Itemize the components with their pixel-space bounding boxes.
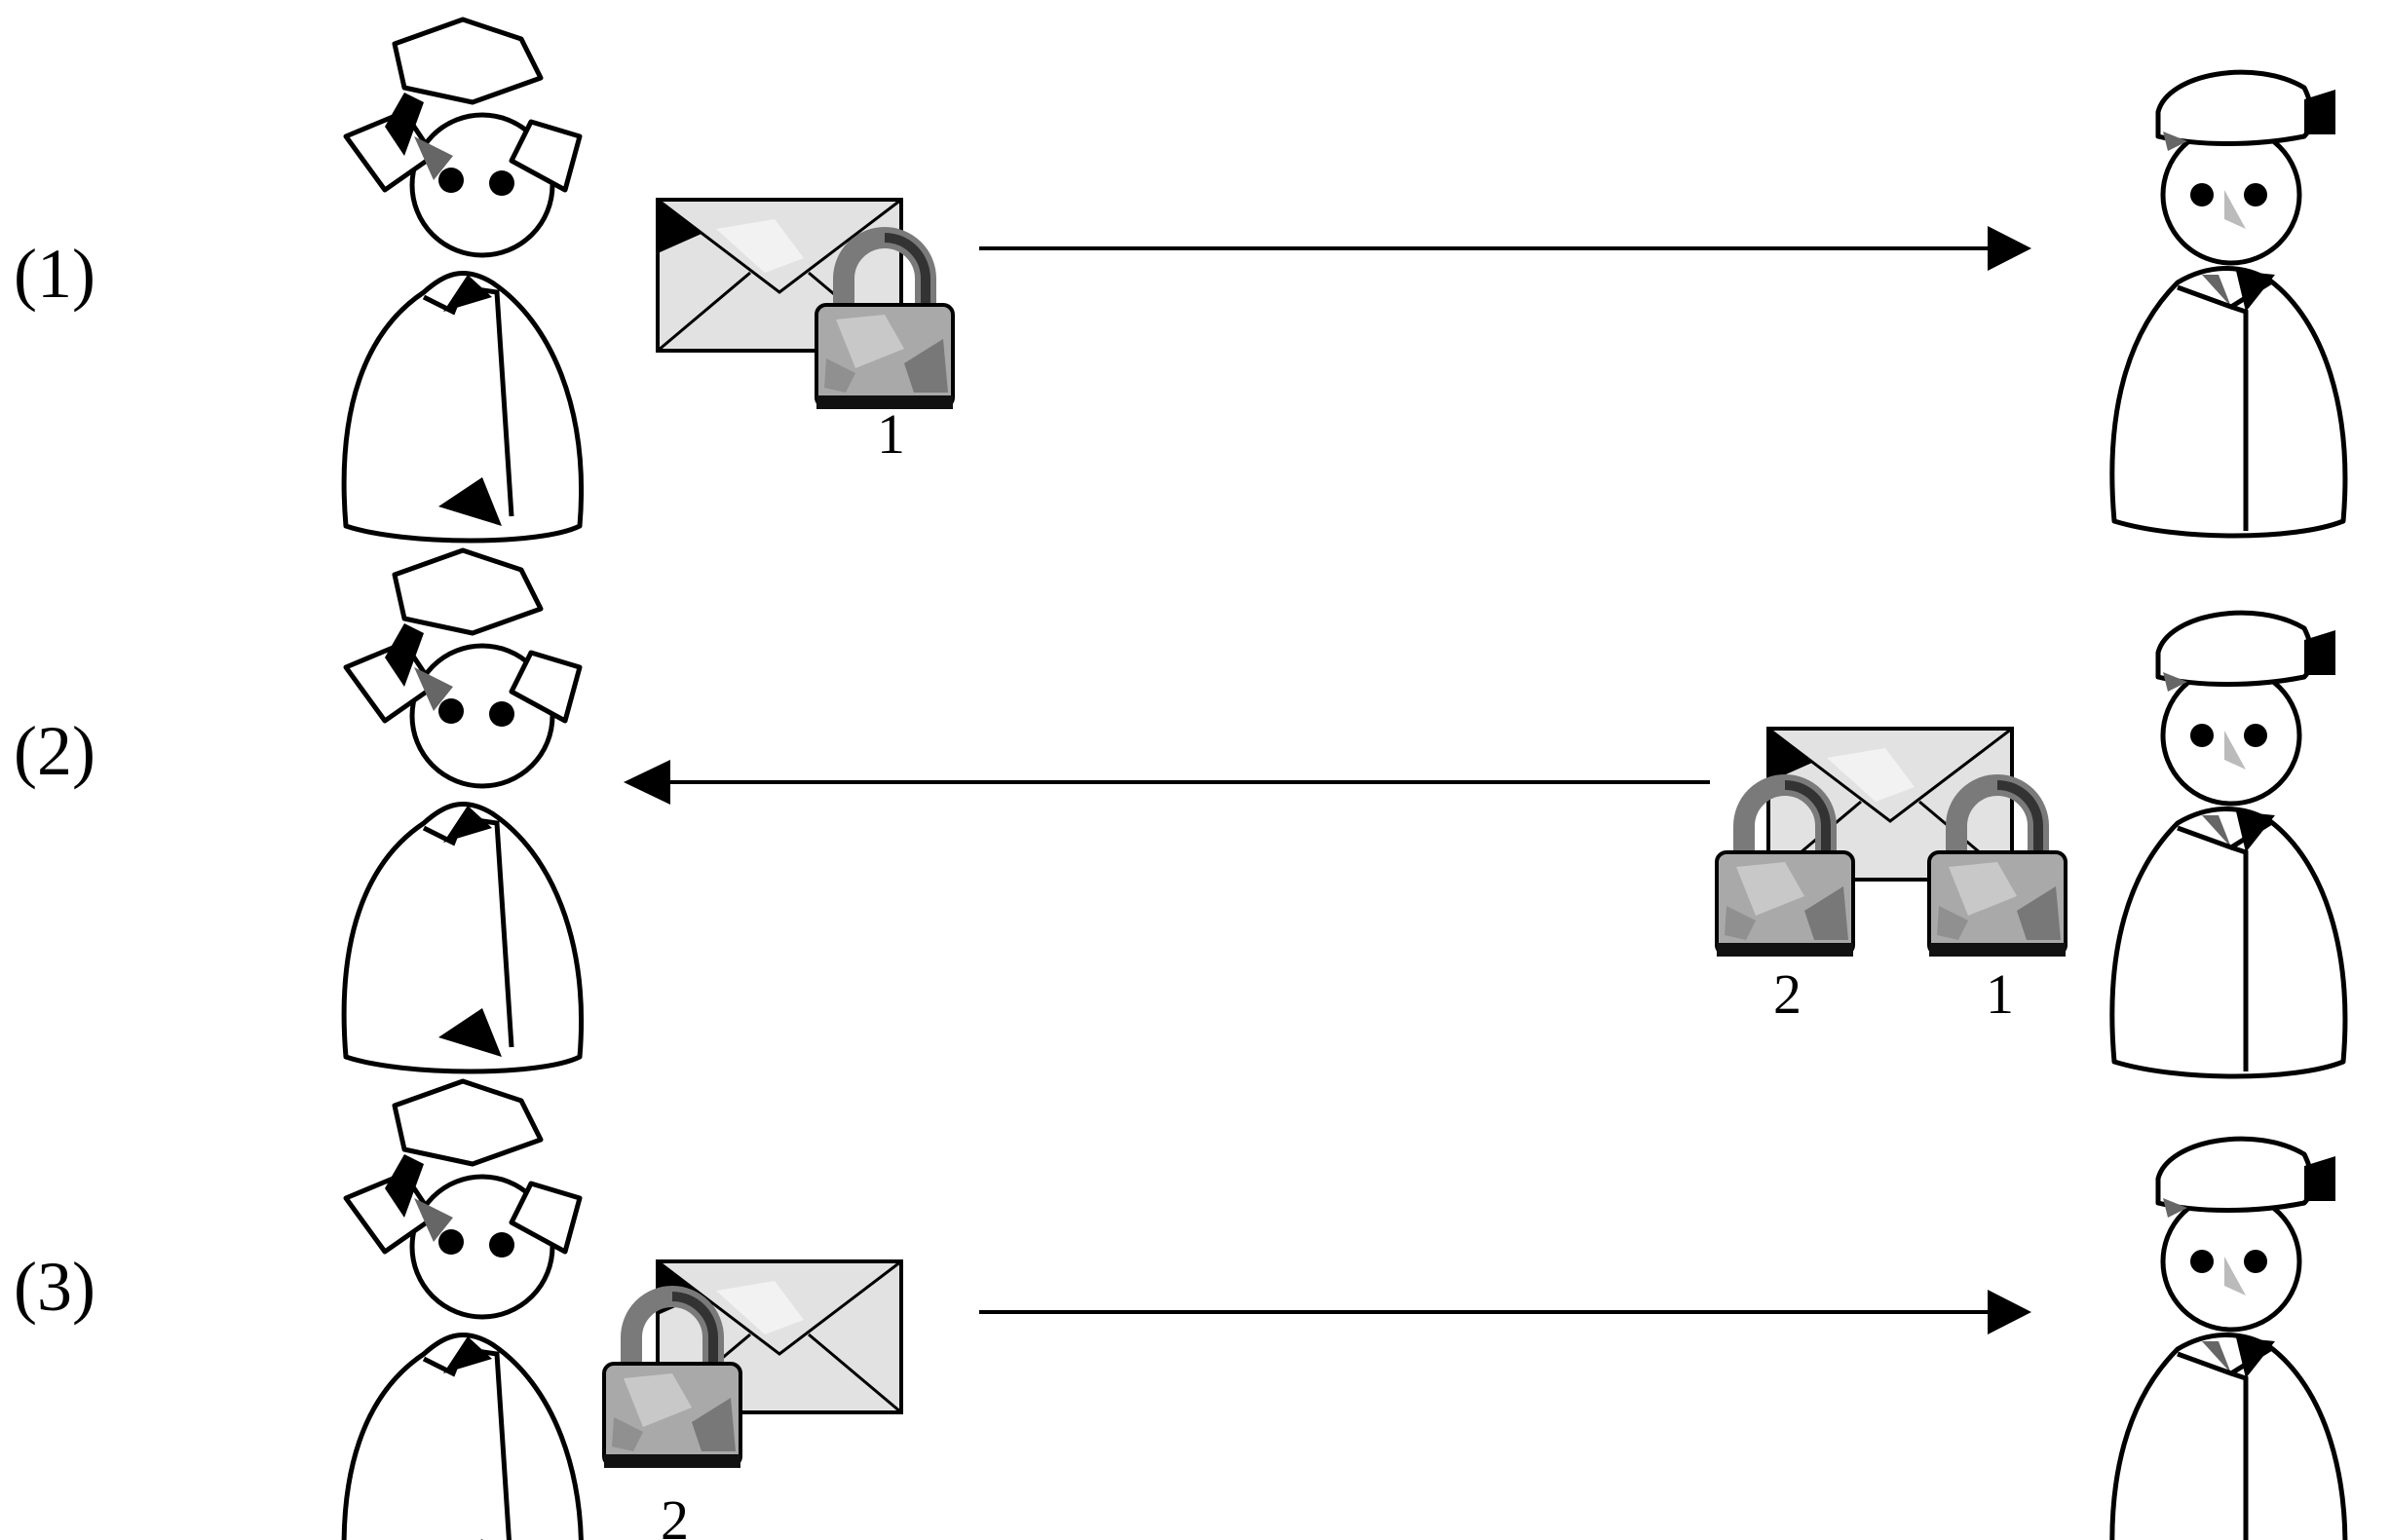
step-label: (1) bbox=[14, 235, 95, 313]
step-3: (3) 2 bbox=[14, 1081, 2345, 1540]
step-label: (3) bbox=[14, 1248, 95, 1326]
step-2: (2) 2 1 bbox=[14, 550, 2345, 1076]
lock-number-label: 2 bbox=[1773, 962, 1802, 1026]
woman-figure-icon bbox=[344, 550, 581, 1071]
arrowhead-right-icon bbox=[1988, 226, 2031, 271]
step-1: (1) 1 bbox=[14, 19, 2345, 541]
arrowhead-right-icon bbox=[1988, 1290, 2031, 1334]
capped-man-figure-icon bbox=[2112, 613, 2345, 1076]
capped-man-figure-icon bbox=[2112, 72, 2345, 536]
woman-figure-icon bbox=[344, 19, 581, 541]
woman-figure-icon bbox=[344, 1081, 581, 1540]
lock-number-label: 1 bbox=[877, 402, 905, 466]
lock-number-label: 2 bbox=[661, 1488, 689, 1540]
capped-man-figure-icon bbox=[2112, 1139, 2345, 1540]
arrowhead-left-icon bbox=[624, 760, 670, 805]
step-label: (2) bbox=[14, 712, 95, 790]
lock-number-label: 1 bbox=[1986, 962, 2014, 1026]
